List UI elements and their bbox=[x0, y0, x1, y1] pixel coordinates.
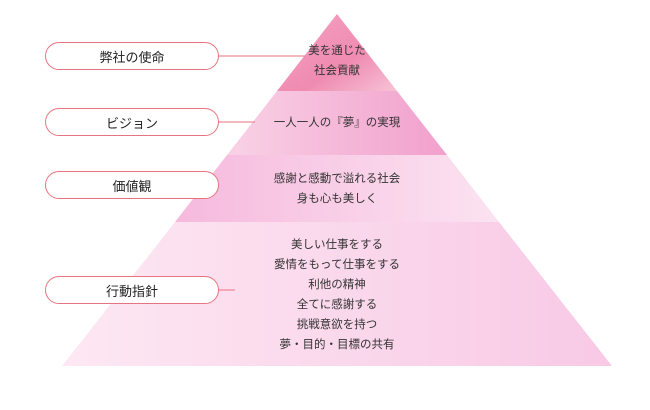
tier-2-text: 一人一人の『夢』の実現 bbox=[62, 112, 612, 132]
tier-label-guidelines: 行動指針 bbox=[45, 276, 219, 304]
tier-3-text: 感謝と感動で溢れる社会 身も心も美しく bbox=[62, 168, 612, 208]
text-line: 全てに感謝する bbox=[296, 297, 378, 311]
tier-label-vision: ビジョン bbox=[45, 108, 219, 136]
text-line: 身も心も美しく bbox=[296, 191, 378, 205]
text-line: 社会貢献 bbox=[314, 63, 360, 77]
text-line: 美しい仕事をする bbox=[291, 237, 383, 251]
text-line: 感謝と感動で溢れる社会 bbox=[273, 171, 401, 185]
tier-1-text: 美を通じた 社会貢献 bbox=[62, 40, 612, 80]
tier-4-shape bbox=[62, 222, 612, 366]
tier-2-shape bbox=[227, 91, 447, 155]
text-line: 一人一人の『夢』の実現 bbox=[273, 115, 401, 129]
tier-label-values: 価値観 bbox=[45, 171, 219, 199]
text-line: 愛情をもって仕事をする bbox=[274, 257, 400, 271]
text-line: 美を通じた bbox=[308, 43, 366, 57]
text-line: 利他の精神 bbox=[308, 277, 366, 291]
tier-1-shape bbox=[277, 14, 397, 91]
text-line: 夢・目的・目標の共有 bbox=[279, 337, 395, 351]
tier-label-mission: 弊社の使命 bbox=[45, 42, 219, 70]
tier-4-text: 美しい仕事をする 愛情をもって仕事をする 利他の精神 全てに感謝する 挑戦意欲を… bbox=[62, 234, 612, 354]
tier-3-shape bbox=[175, 155, 499, 222]
text-line: 挑戦意欲を持つ bbox=[296, 317, 378, 331]
